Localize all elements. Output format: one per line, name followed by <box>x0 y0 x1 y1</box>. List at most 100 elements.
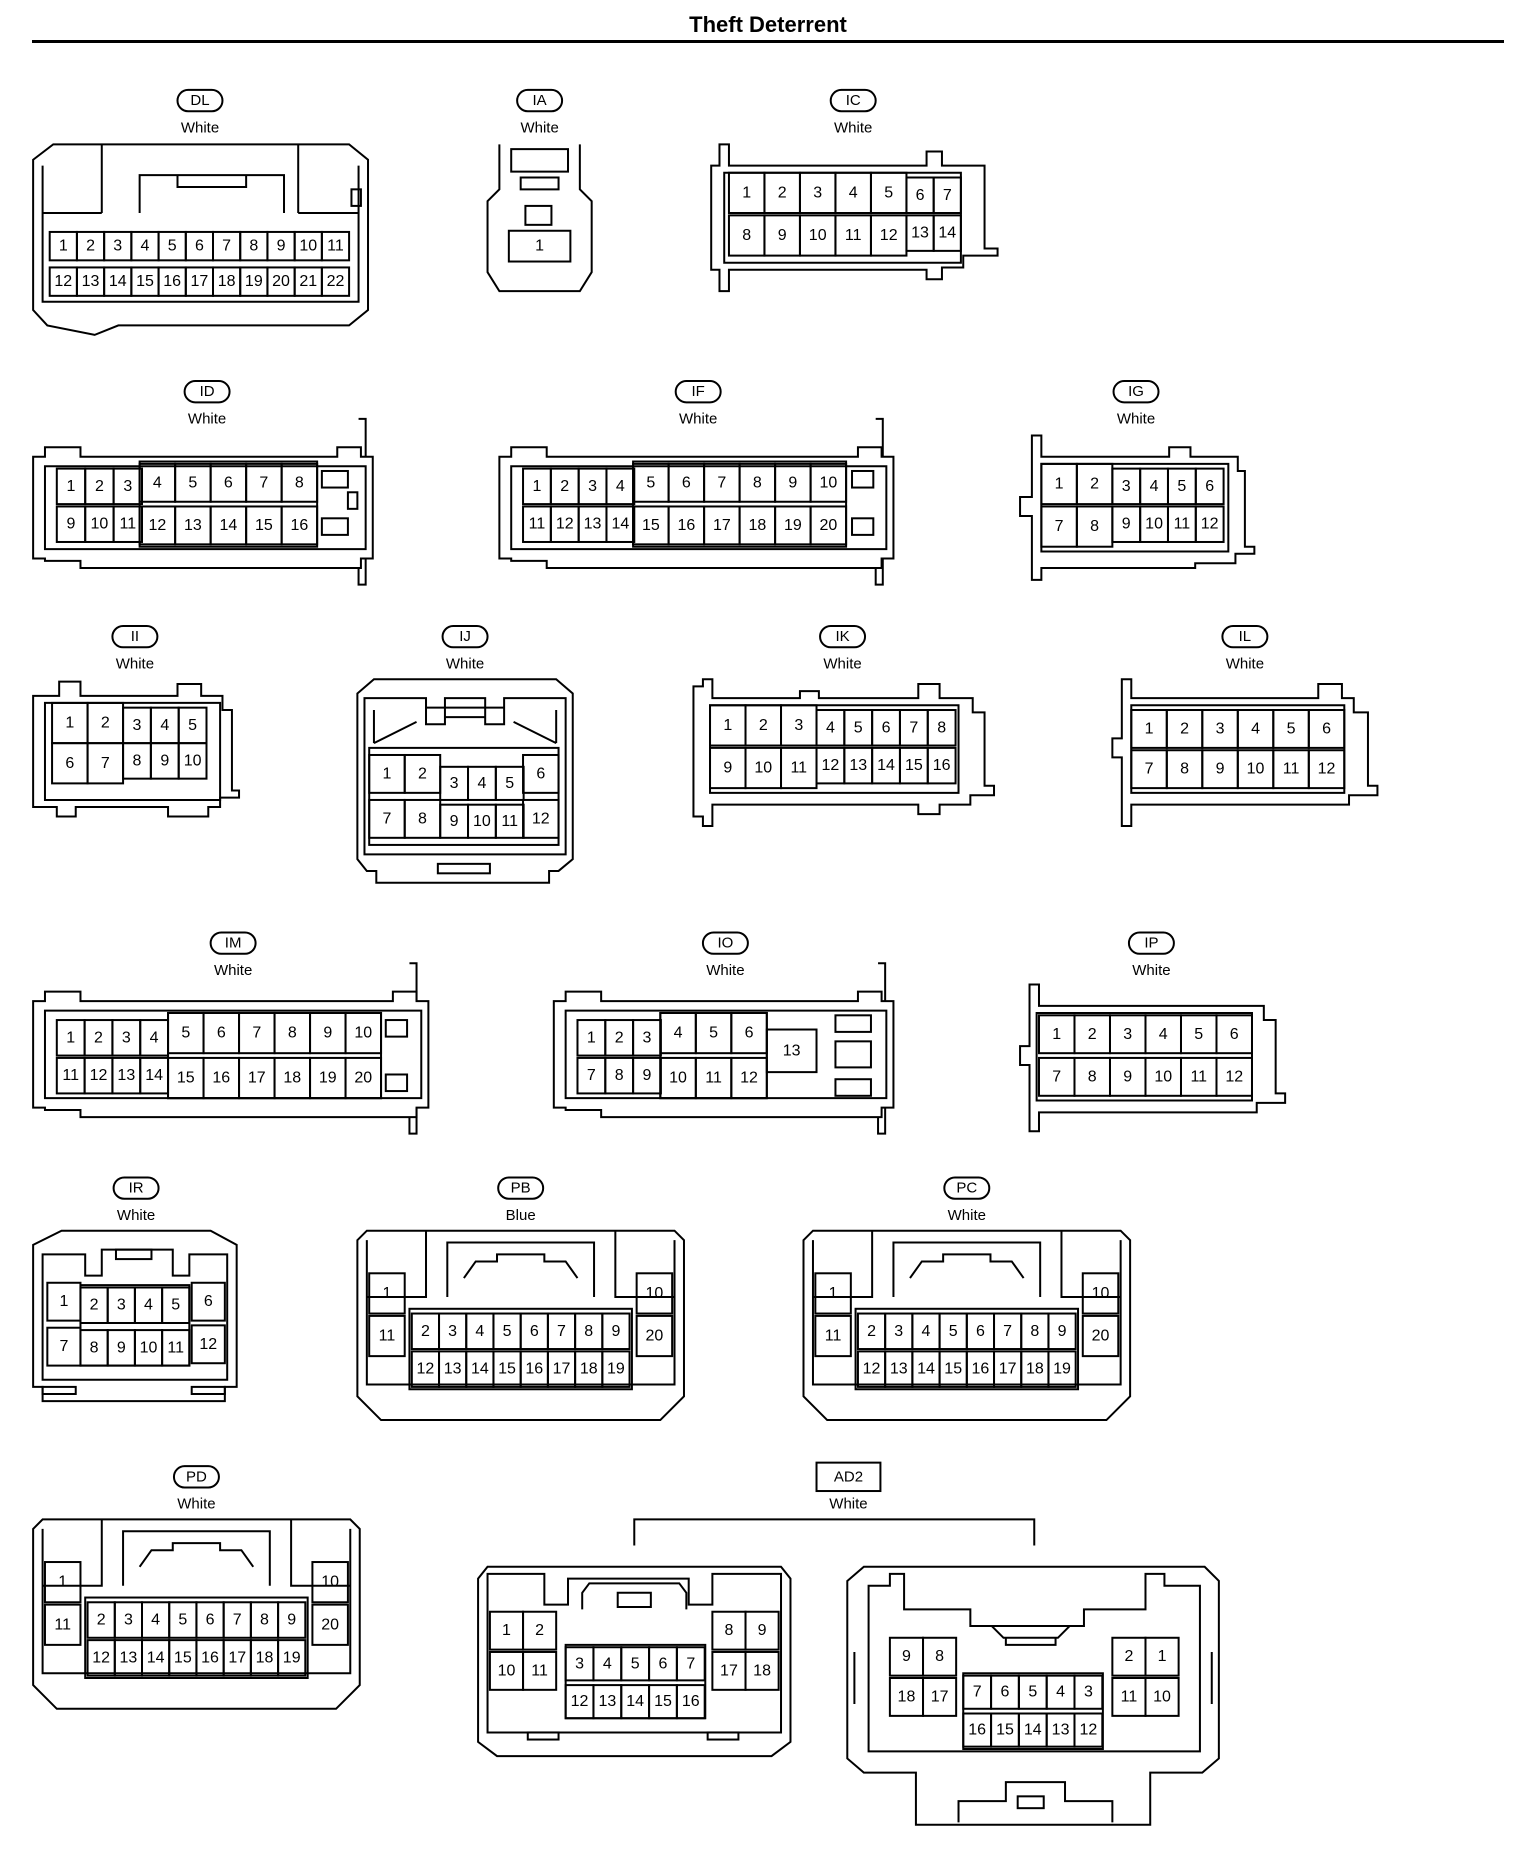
pin-cell <box>605 505 636 543</box>
connector-id-ic: IC <box>846 92 861 109</box>
pin-pd-5: 5 <box>178 1612 187 1629</box>
pin-il-2: 2 <box>1180 720 1189 737</box>
pin-dl-4: 4 <box>141 238 150 255</box>
pin-ic-7: 7 <box>943 187 952 204</box>
pin-cell <box>1081 1272 1120 1315</box>
pin-il-11: 11 <box>1283 761 1300 778</box>
connector-id-pill <box>516 88 564 113</box>
pin-pc-12: 12 <box>863 1361 881 1378</box>
pin-ik-9: 9 <box>723 760 732 777</box>
pin-cell <box>922 1636 958 1677</box>
pin-im-7: 7 <box>252 1025 261 1042</box>
pin-id-6: 6 <box>224 474 233 491</box>
pin-pd-18: 18 <box>256 1649 274 1666</box>
connector-id-pill <box>111 624 159 649</box>
pin-id-5: 5 <box>188 474 197 491</box>
pin-pd-20: 20 <box>321 1616 339 1633</box>
connector-color-ad2: White <box>829 1496 867 1513</box>
pin-ir-3: 3 <box>117 1297 126 1314</box>
connector-id-ad2: AD2 <box>834 1468 863 1485</box>
pin-ik-14: 14 <box>877 757 895 774</box>
pin-ip-8: 8 <box>1088 1068 1097 1085</box>
pin-ii-2: 2 <box>101 715 110 732</box>
pin-im-10: 10 <box>354 1025 372 1042</box>
connector-color-ij: White <box>446 655 484 672</box>
connector-id-box <box>815 1461 882 1493</box>
pin-il-9: 9 <box>1216 761 1225 778</box>
connector-id-if: IF <box>692 383 705 400</box>
pin-ii-10: 10 <box>184 752 202 769</box>
connector-id-ip: IP <box>1144 935 1158 952</box>
pin-ad2-l-6: 6 <box>659 1655 668 1672</box>
pin-cell <box>277 1639 307 1677</box>
pin-il-10: 10 <box>1247 761 1265 778</box>
pin-id-8: 8 <box>295 474 304 491</box>
pin-cell <box>1144 1677 1180 1717</box>
pin-im-14: 14 <box>145 1067 163 1084</box>
pin-cell <box>1194 505 1225 543</box>
pin-ig-1: 1 <box>1055 475 1064 492</box>
pin-ic-8: 8 <box>742 227 751 244</box>
pin-ii-1: 1 <box>65 715 74 732</box>
pin-if-15: 15 <box>642 517 660 534</box>
pin-if-4: 4 <box>616 478 625 495</box>
pin-if-5: 5 <box>646 474 655 491</box>
pin-dl-3: 3 <box>113 238 122 255</box>
pin-dl-5: 5 <box>168 238 177 255</box>
pin-id-9: 9 <box>67 516 76 533</box>
pin-im-15: 15 <box>177 1070 195 1087</box>
pin-pd-2: 2 <box>97 1612 106 1629</box>
connector-id-pill <box>441 624 489 649</box>
pin-pb-15: 15 <box>498 1361 516 1378</box>
pin-cell <box>1307 749 1346 790</box>
pin-cell <box>190 1324 226 1365</box>
pin-il-1: 1 <box>1145 720 1154 737</box>
pin-cell <box>601 1350 631 1388</box>
pin-if-2: 2 <box>560 478 569 495</box>
pin-ij-3: 3 <box>450 775 459 792</box>
pin-ad2-r-3: 3 <box>1084 1684 1093 1701</box>
pin-ik-1: 1 <box>723 717 732 734</box>
pin-id-11: 11 <box>119 516 136 533</box>
pin-ad2-l-17: 17 <box>720 1662 738 1679</box>
pin-ii-4: 4 <box>160 717 169 734</box>
pin-ad2-l-2: 2 <box>535 1622 544 1639</box>
pin-pd-11: 11 <box>54 1616 71 1633</box>
pin-ad2-l-10: 10 <box>498 1662 516 1679</box>
pin-if-13: 13 <box>584 516 602 533</box>
title-divider <box>32 40 1504 43</box>
connector-id-pill <box>674 380 722 404</box>
pin-cell <box>1144 1636 1180 1677</box>
pin-dl-10: 10 <box>299 238 317 255</box>
pin-cell <box>311 1561 349 1604</box>
pin-dl-14: 14 <box>109 273 127 290</box>
pin-id-2: 2 <box>95 478 104 495</box>
pin-ad2-r-2: 2 <box>1124 1648 1133 1665</box>
connector-color-io: White <box>706 962 744 979</box>
pin-pd-13: 13 <box>119 1649 137 1666</box>
pin-pc-20: 20 <box>1092 1328 1110 1345</box>
pin-ad2-r-16: 16 <box>968 1722 986 1739</box>
connector-color-ir: White <box>117 1207 155 1224</box>
pin-cell <box>43 1561 82 1604</box>
pin-ic-14: 14 <box>938 225 956 242</box>
pin-im-19: 19 <box>319 1070 337 1087</box>
pin-if-7: 7 <box>717 474 726 491</box>
pin-ik-4: 4 <box>826 719 835 736</box>
pin-cell <box>730 1056 768 1100</box>
connector-id-ik: IK <box>835 628 849 645</box>
pin-ir-7: 7 <box>59 1338 68 1355</box>
pin-dl-6: 6 <box>195 238 204 255</box>
pin-im-20: 20 <box>354 1070 372 1087</box>
pin-ip-5: 5 <box>1194 1026 1203 1043</box>
connector-id-io: IO <box>717 935 733 952</box>
pin-pb-9: 9 <box>611 1323 620 1340</box>
pin-ir-6: 6 <box>204 1293 213 1310</box>
